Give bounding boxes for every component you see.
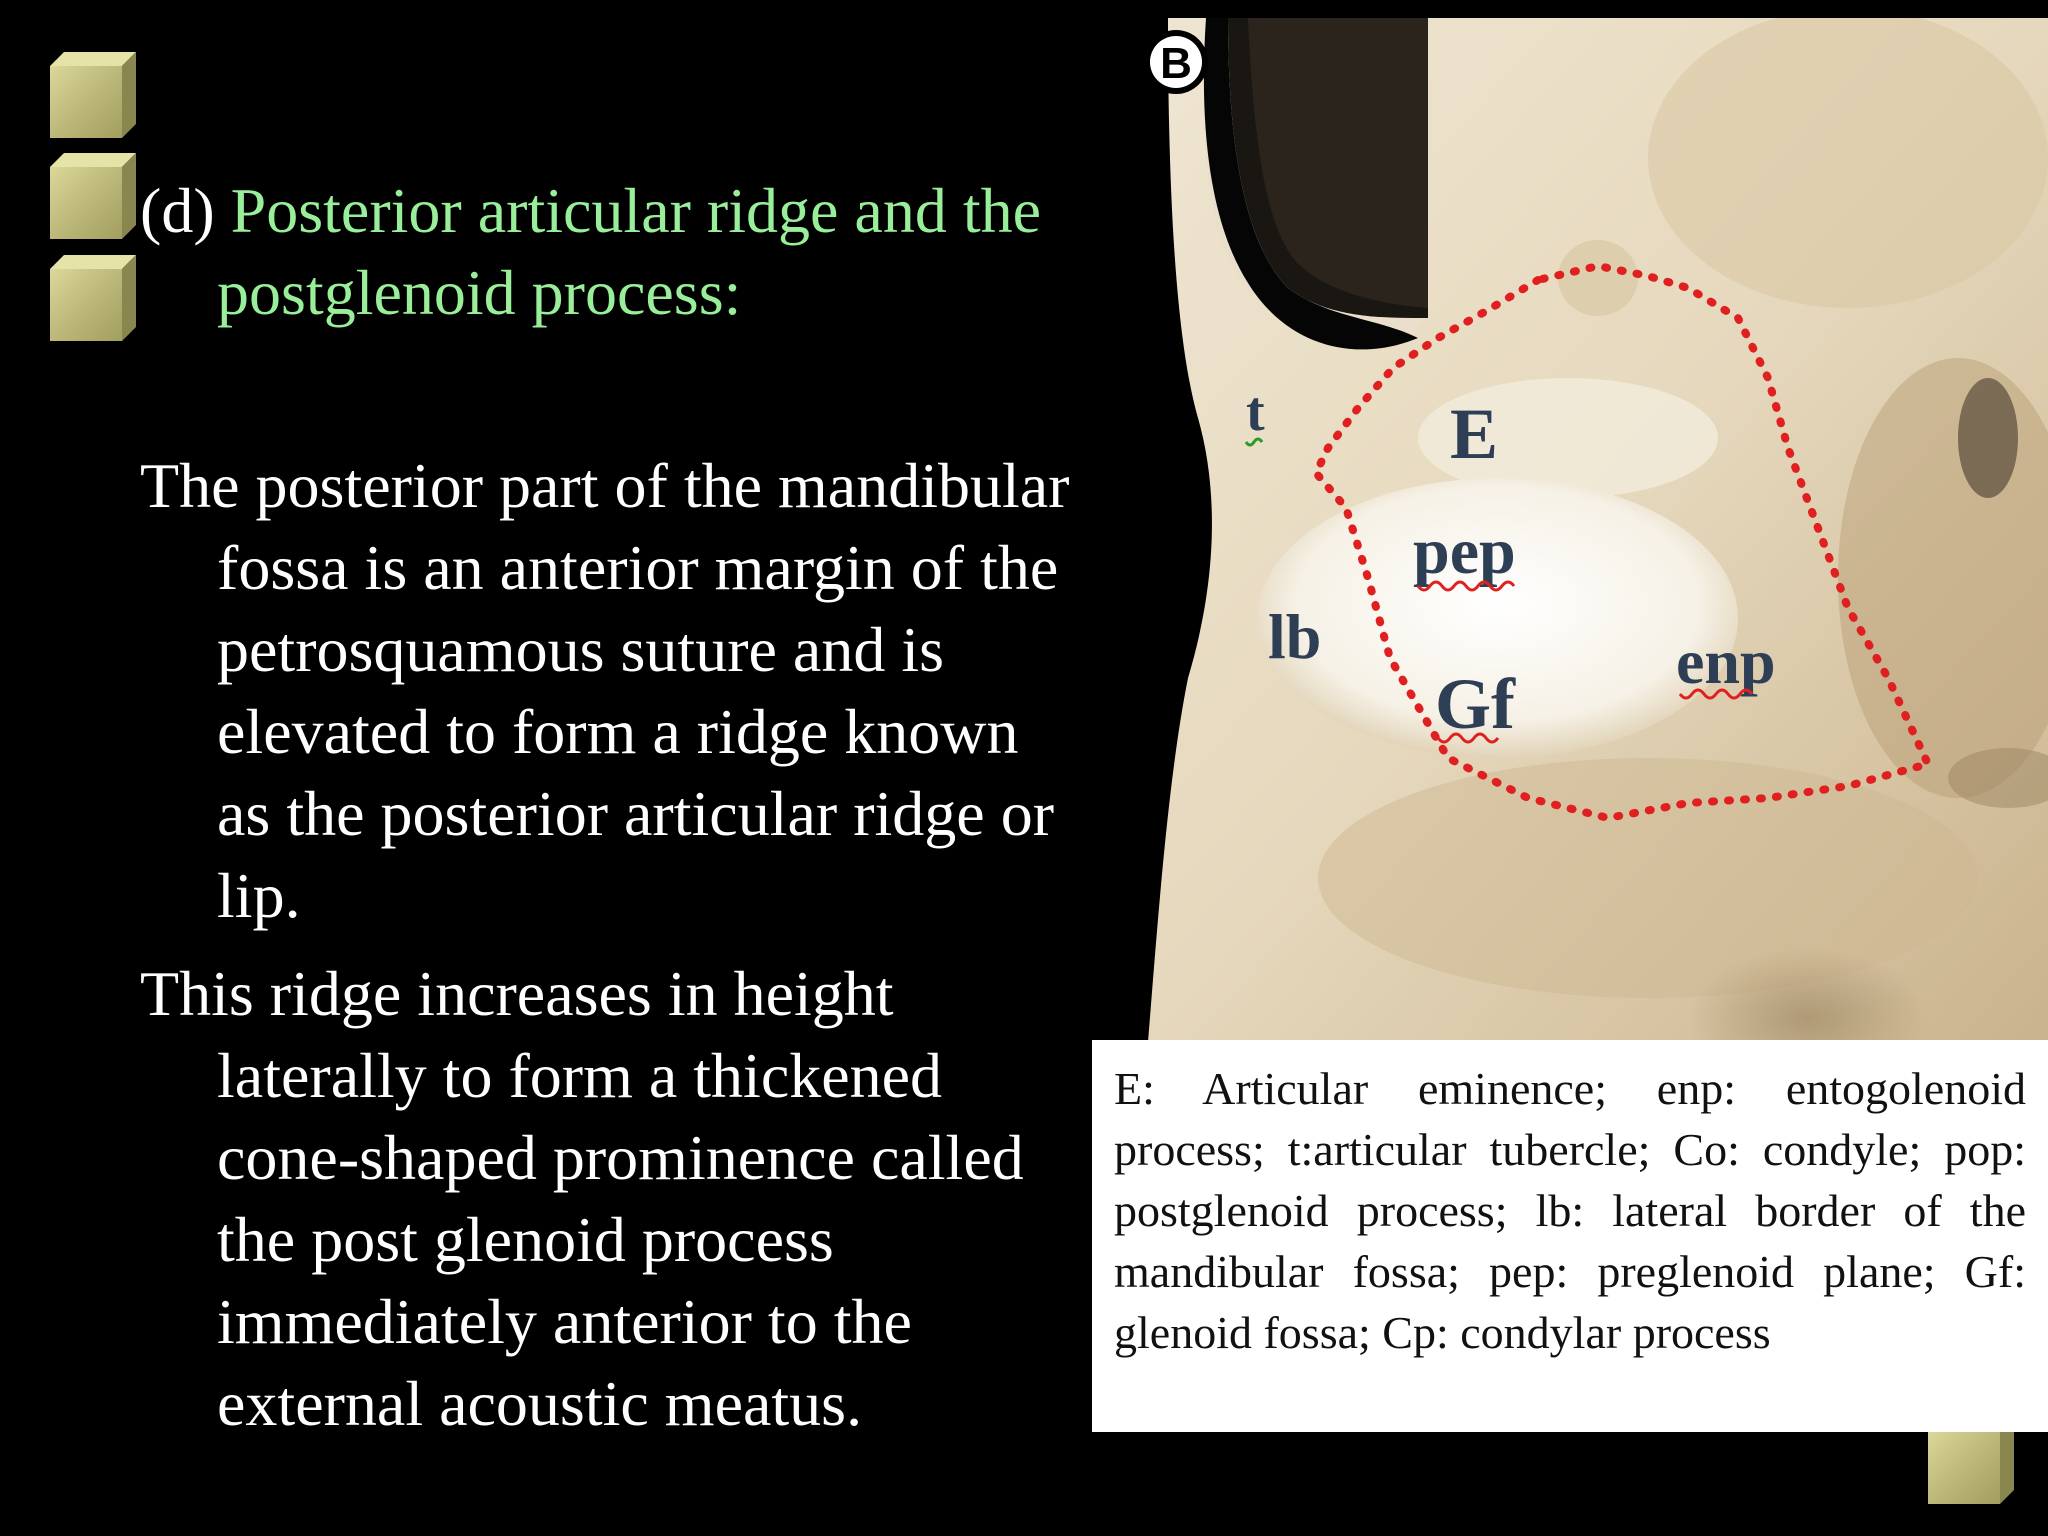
paragraph-line: elevated to form a ridge known bbox=[217, 696, 1019, 767]
label-squiggle bbox=[1436, 732, 1500, 744]
paragraph-2: This ridge increases in height laterally… bbox=[140, 953, 1140, 1445]
legend-text: E: Articular eminence; enp: entogolenoid… bbox=[1114, 1063, 2026, 1358]
paragraph-line: The posterior part of the mandibular bbox=[140, 450, 1070, 521]
figure-label-enp: enp bbox=[1676, 626, 1776, 697]
skull-base-figure: t E pep lb Gf enp B bbox=[1128, 18, 2048, 1042]
paragraph-1: The posterior part of the mandibular fos… bbox=[140, 445, 1140, 937]
figure-label-pep: pep bbox=[1413, 515, 1516, 588]
paragraph-line: external acoustic meatus. bbox=[217, 1368, 863, 1439]
heading-title-line2: postglenoid process: bbox=[217, 257, 742, 328]
paragraph-line: the post glenoid process bbox=[217, 1204, 834, 1275]
figure-label-lb: lb bbox=[1268, 601, 1321, 672]
paragraph-line: lip. bbox=[217, 860, 301, 931]
figure-legend: E: Articular eminence; enp: entogolenoid… bbox=[1092, 1040, 2048, 1432]
bullet-cube-icon bbox=[50, 153, 136, 239]
paragraph-line: as the posterior articular ridge or bbox=[217, 778, 1054, 849]
figure-label-e: E bbox=[1450, 394, 1498, 474]
paragraph-line: This ridge increases in height bbox=[140, 958, 894, 1029]
bullet-cube-icon bbox=[50, 52, 136, 138]
paragraph-line: cone-shaped prominence called bbox=[217, 1122, 1024, 1193]
paragraph-line: petrosquamous suture and is bbox=[217, 614, 944, 685]
paragraph-line: immediately anterior to the bbox=[217, 1286, 912, 1357]
label-squiggle bbox=[1678, 688, 1754, 700]
paragraph-line: laterally to form a thickened bbox=[217, 1040, 943, 1111]
figure-label-gf: Gf bbox=[1435, 664, 1516, 744]
label-squiggle bbox=[1416, 580, 1516, 592]
slide-heading: (d) Posterior articular ridge and the po… bbox=[140, 170, 1100, 334]
outline-dotted bbox=[1311, 261, 1934, 823]
heading-title-line1: Posterior articular ridge and the bbox=[230, 175, 1041, 246]
skull-illustration: t E pep lb Gf enp B bbox=[1128, 18, 2048, 1042]
bullet-cube-icon bbox=[50, 255, 136, 341]
heading-prefix: (d) bbox=[140, 175, 231, 246]
paragraph-line: fossa is an anterior margin of the bbox=[217, 532, 1059, 603]
panel-label: B bbox=[1160, 39, 1192, 88]
label-squiggle bbox=[1244, 437, 1264, 447]
figure-label-t: t bbox=[1246, 381, 1265, 443]
